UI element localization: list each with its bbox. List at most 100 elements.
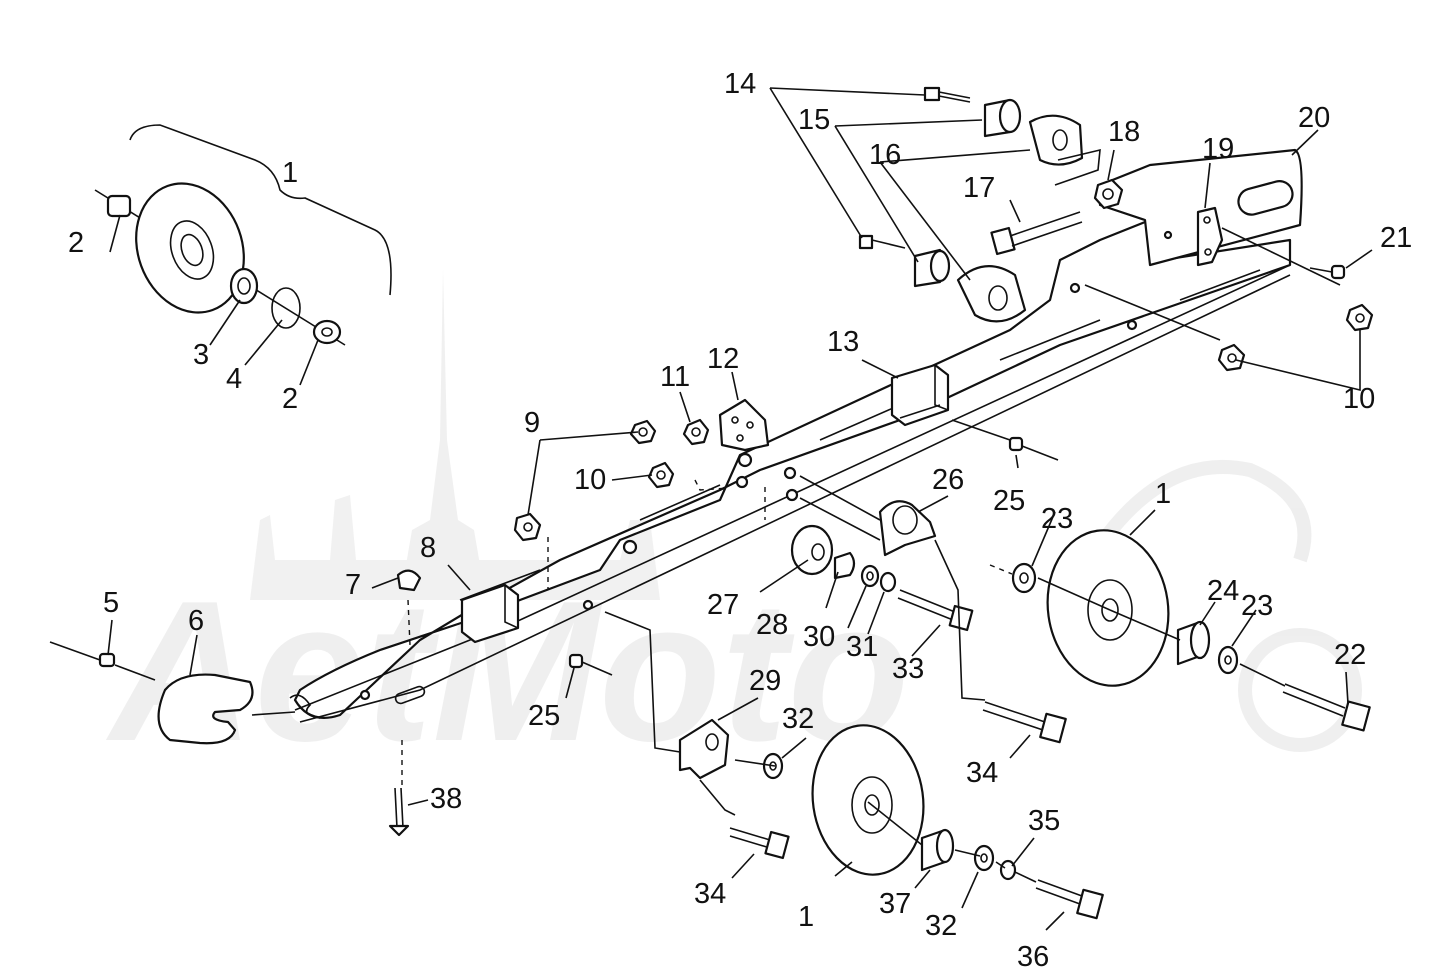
block-16-top — [1028, 114, 1084, 166]
bolt-36 — [1035, 879, 1104, 920]
idler-wheel — [135, 182, 245, 314]
bolt-14-top — [923, 86, 971, 103]
rear-lower-wheel — [1046, 529, 1170, 687]
watermark-motorcycle — [1084, 459, 1362, 752]
callout-11: 11 — [660, 361, 690, 393]
bolt-14-lower — [858, 234, 906, 250]
callout-31: 31 — [846, 631, 878, 663]
callout-20: 20 — [1298, 102, 1330, 134]
bracket-26 — [878, 500, 937, 557]
rail-lower-edge — [299, 274, 1291, 723]
assembly-lines — [114, 148, 1341, 883]
block-29 — [678, 718, 730, 780]
bolt-38 — [388, 787, 410, 837]
spacer-15-lower — [913, 248, 951, 288]
callout-35: 35 — [1028, 805, 1060, 837]
callout-18: 18 — [1108, 116, 1140, 148]
flanged-bushing-right — [312, 319, 342, 345]
callout-16: 16 — [869, 139, 901, 171]
flanged-bushing-left — [106, 194, 132, 218]
watermark-spire — [400, 270, 486, 600]
rail-slots — [394, 269, 1261, 705]
callout-33: 33 — [892, 653, 924, 685]
front-lower-wheel — [811, 724, 925, 876]
callout-4: 4 — [226, 363, 242, 395]
washer-32-lower — [973, 844, 995, 872]
washer-30 — [860, 564, 880, 588]
nut-10-front — [647, 461, 675, 489]
screw-25-lower — [568, 653, 613, 676]
rail-body — [293, 218, 1292, 719]
plate-12 — [718, 398, 770, 452]
screw-21 — [1309, 264, 1346, 280]
wear-block-8 — [460, 583, 520, 644]
callout-2-right: 2 — [282, 383, 298, 415]
snap-ring — [271, 287, 301, 329]
callout-34-left: 34 — [694, 878, 726, 910]
callout-labels: 1 2 2 3 4 5 6 7 8 9 10 10 11 12 13 14 15… — [68, 68, 1412, 973]
callout-1-front-wheel: 1 — [798, 901, 814, 933]
callout-6: 6 — [188, 605, 204, 637]
leader-lines — [107, 87, 1373, 931]
callout-8: 8 — [420, 532, 436, 564]
callout-15: 15 — [798, 104, 830, 136]
assembly-bracket — [129, 124, 392, 296]
callout-23-right: 23 — [1241, 590, 1273, 622]
spacer-15-top — [983, 98, 1022, 138]
slide-rail — [289, 218, 1292, 723]
rail-upper-edge — [294, 264, 1291, 711]
callout-1-rear-wheel: 1 — [1155, 478, 1171, 510]
clip-7 — [396, 569, 422, 592]
wear-block-13 — [890, 363, 950, 427]
callout-7: 7 — [345, 569, 361, 601]
nut-18 — [1093, 178, 1124, 210]
callout-25-upper: 25 — [993, 485, 1025, 517]
callout-21: 21 — [1380, 222, 1412, 254]
callout-10-rear: 10 — [1343, 383, 1375, 415]
screw-25-upper — [1008, 436, 1059, 461]
spacer-37 — [920, 828, 955, 872]
callout-3: 3 — [193, 339, 209, 371]
callout-32-lower: 32 — [925, 910, 957, 942]
callout-26: 26 — [932, 464, 964, 496]
callout-29: 29 — [749, 665, 781, 697]
bracket-19 — [1196, 206, 1224, 267]
callout-9: 9 — [524, 407, 540, 439]
callout-13: 13 — [827, 326, 859, 358]
callout-22: 22 — [1334, 639, 1366, 671]
washer-23-left — [1011, 562, 1037, 594]
callout-1-top: 1 — [282, 157, 298, 189]
callout-34-right: 34 — [966, 757, 998, 789]
rear-bracket — [1098, 148, 1303, 267]
washer-31 — [879, 571, 897, 593]
callout-2-left: 2 — [68, 227, 84, 259]
screw-5 — [49, 641, 116, 668]
rail-holes — [359, 282, 1138, 701]
idler-wheel-assembly — [94, 124, 392, 346]
nut-9-lower — [513, 512, 542, 542]
tip-6 — [157, 673, 254, 745]
callout-30: 30 — [803, 621, 835, 653]
callout-17: 17 — [963, 172, 995, 204]
callout-5: 5 — [103, 587, 119, 619]
bolt-34-right — [982, 701, 1067, 744]
bushing-28 — [833, 551, 856, 580]
washer-23-right — [1217, 645, 1239, 675]
nut-10-rear-2 — [1217, 343, 1246, 372]
callout-32-upper: 32 — [782, 703, 814, 735]
nut-11 — [682, 418, 710, 446]
nut-9-top — [629, 419, 657, 445]
bolt-33 — [897, 589, 974, 632]
callout-10-front: 10 — [574, 464, 606, 496]
callout-28: 28 — [756, 609, 788, 641]
callout-37: 37 — [879, 888, 911, 920]
callout-12: 12 — [707, 343, 739, 375]
bolt-22 — [1282, 683, 1371, 732]
spacer-27 — [790, 524, 834, 576]
rail-front-tip — [289, 694, 321, 719]
callout-24: 24 — [1207, 575, 1239, 607]
block-16-lower — [956, 265, 1027, 323]
spacer-24 — [1176, 620, 1211, 666]
callout-36: 36 — [1017, 941, 1049, 973]
